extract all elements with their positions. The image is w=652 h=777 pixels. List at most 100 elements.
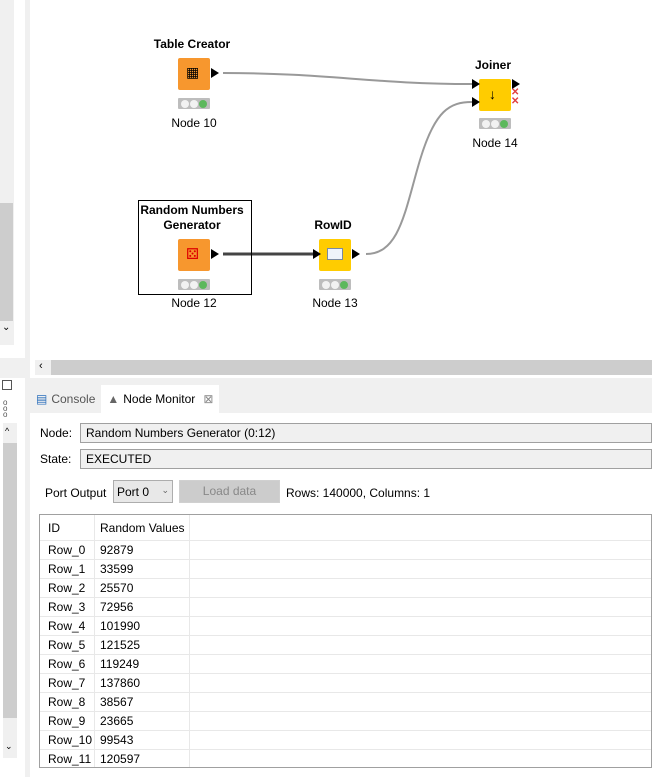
tab-label: Node Monitor <box>123 392 196 406</box>
status-lights <box>479 118 511 129</box>
node-title: Joiner <box>474 58 511 72</box>
state-field: EXECUTED <box>80 449 652 469</box>
random-value: 101990 <box>95 617 190 635</box>
table-creator-node[interactable]: ▦ <box>178 58 210 90</box>
chevron-down-icon: ⌄ <box>161 485 169 495</box>
output-port[interactable] <box>512 79 520 89</box>
workflow-canvas[interactable]: Table Creator ▦ Node 10 Joiner ↓ ✕✕ Node… <box>30 0 652 378</box>
row-id: Row_9 <box>40 712 95 730</box>
random-value: 137860 <box>95 674 190 692</box>
connection-10-14 <box>222 72 473 85</box>
output-port[interactable] <box>211 68 219 78</box>
column-header[interactable]: ID <box>40 515 95 540</box>
row-id: Row_1 <box>40 560 95 578</box>
node-monitor-icon: ▲ <box>107 392 120 406</box>
chevron-left-icon[interactable]: ‹ <box>39 360 43 372</box>
node-title: RowID <box>314 218 352 232</box>
tab-label: Console <box>51 392 96 406</box>
state-label: State: <box>40 452 72 466</box>
input-port[interactable] <box>313 249 321 259</box>
row-id: Row_3 <box>40 598 95 616</box>
port-select[interactable]: Port 0 ⌄ <box>113 480 173 503</box>
port-output-label: Port Output <box>45 486 107 500</box>
horizontal-scrollbar[interactable]: ‹ <box>35 360 652 375</box>
row-id: Row_8 <box>40 693 95 711</box>
tab-bar: ▤Console ▲Node Monitor ⊠ <box>30 385 652 413</box>
tab-node-monitor[interactable]: ▲Node Monitor ⊠ <box>101 385 220 413</box>
status-lights <box>178 279 210 290</box>
scroll-thumb[interactable] <box>51 360 652 375</box>
row-id: Row_2 <box>40 579 95 597</box>
selection-box <box>138 200 252 295</box>
random-value: 99543 <box>95 731 190 749</box>
load-data-button[interactable]: Load data <box>179 480 280 503</box>
connections <box>222 72 473 256</box>
node-title: Table Creator <box>153 37 231 51</box>
random-value: 33599 <box>95 560 190 578</box>
random-value: 72956 <box>95 598 190 616</box>
node-caption: Node 10 <box>171 116 217 130</box>
random-value: 119249 <box>95 655 190 673</box>
node-title: Random Numbers Generator <box>140 203 244 232</box>
random-numbers-node[interactable]: ⚄ <box>178 239 210 271</box>
joiner-node[interactable]: ↓ <box>479 79 511 111</box>
output-port[interactable] <box>211 249 219 259</box>
random-value: 38567 <box>95 693 190 711</box>
node-caption: Node 12 <box>171 296 217 310</box>
table-icon: ▦ <box>186 64 200 80</box>
connection-13-14 <box>365 101 473 255</box>
row-id: Row_10 <box>40 731 95 749</box>
input-port[interactable] <box>472 97 480 107</box>
left-panel: ⌄ <box>0 0 25 358</box>
dice-icon: ⚄ <box>186 246 200 263</box>
console-icon: ▤ <box>36 392 48 406</box>
row-id: Row_7 <box>40 674 95 692</box>
random-value: 25570 <box>95 579 190 597</box>
row-id: Row_11 <box>40 750 95 767</box>
row-id: Row_4 <box>40 617 95 635</box>
inactive-port-icon: ✕✕ <box>511 87 520 107</box>
output-port[interactable] <box>352 249 360 259</box>
column-header[interactable]: Random Values <box>95 515 190 540</box>
node-label: Node: <box>40 426 73 440</box>
input-port[interactable] <box>472 79 480 89</box>
node-caption: Node 14 <box>472 136 518 150</box>
random-value: 120597 <box>95 750 190 767</box>
status-lights <box>178 98 210 109</box>
left-scrollbar-bottom[interactable]: ^ ⌄ <box>3 423 17 758</box>
port-select-value: Port 0 <box>117 485 150 499</box>
random-value: 92879 <box>95 541 190 559</box>
row-id: Row_0 <box>40 541 95 559</box>
chevron-down-icon[interactable]: ⌄ <box>2 322 11 333</box>
rows-summary: Rows: 140000, Columns: 1 <box>286 486 431 500</box>
node-field: Random Numbers Generator (0:12) <box>80 423 652 443</box>
status-lights <box>319 279 351 290</box>
scroll-thumb[interactable] <box>0 203 13 321</box>
rowid-icon <box>327 248 343 260</box>
maximize-icon[interactable] <box>2 380 12 390</box>
node-caption: Node 13 <box>312 296 358 310</box>
close-icon[interactable]: ⊠ <box>203 392 214 406</box>
random-value: 121525 <box>95 636 190 654</box>
join-icon: ↓ <box>489 86 496 102</box>
tab-console[interactable]: ▤Console <box>30 385 101 413</box>
left-scrollbar[interactable]: ⌄ <box>0 0 14 345</box>
row-id: Row_5 <box>40 636 95 654</box>
rowid-node[interactable] <box>319 239 351 271</box>
